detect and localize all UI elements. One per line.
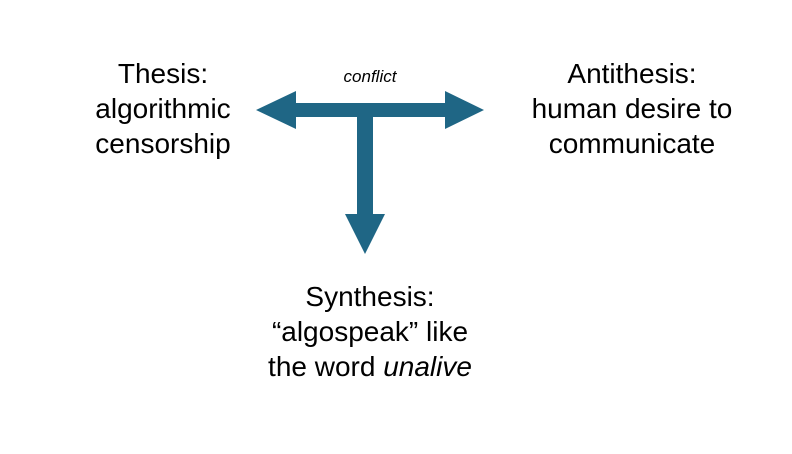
synthesis-heading: Synthesis: — [305, 281, 435, 312]
antithesis-node: Antithesis: human desire to communicate — [492, 56, 772, 161]
thesis-line-2: censorship — [95, 128, 231, 159]
antithesis-heading: Antithesis: — [567, 58, 697, 89]
thesis-heading: Thesis: — [117, 58, 209, 89]
conflict-label: conflict — [343, 67, 397, 86]
thesis-line-1: algorithmic — [95, 93, 231, 124]
synthesis-down-arrow — [345, 110, 385, 254]
synthesis-line-1: “algospeak” like — [271, 316, 469, 347]
thesis-node: Thesis: algorithmic censorship — [48, 56, 278, 161]
synthesis-line-2: the word unalive — [220, 349, 520, 384]
antithesis-line-1: human desire to — [531, 93, 733, 124]
synthesis-node: Synthesis: “algospeak” like the word una… — [220, 279, 520, 384]
synthesis-line-2-prefix: the word — [268, 351, 384, 382]
antithesis-line-2: communicate — [548, 128, 716, 159]
synthesis-emphasis-word: unalive — [383, 351, 472, 382]
